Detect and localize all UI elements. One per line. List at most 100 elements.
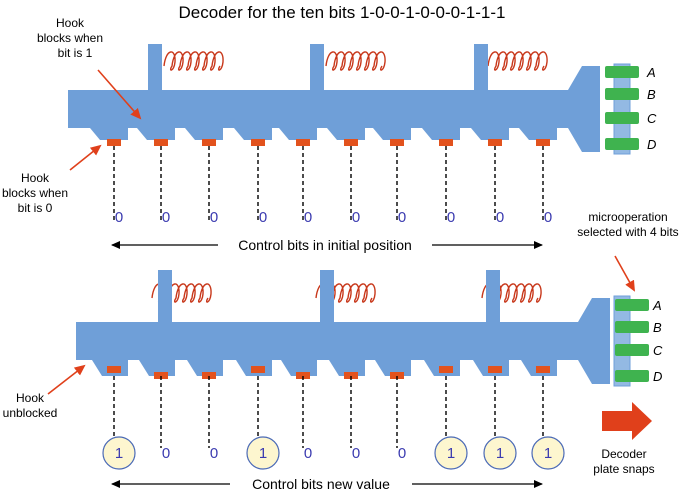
bottom-plate (76, 298, 610, 384)
output-label: D (647, 137, 656, 152)
hook (536, 139, 550, 146)
bit-circle (483, 436, 517, 470)
bottom-output-connector (613, 295, 631, 387)
hook (202, 139, 216, 146)
top-post (474, 44, 488, 94)
hook (251, 366, 265, 373)
top-post (310, 44, 324, 94)
control-bit: 1 (544, 445, 552, 462)
hook (488, 366, 502, 373)
annotation-hook-blocks-zero: Hook blocks when bit is 0 (2, 144, 102, 215)
bit-circle (102, 436, 136, 470)
spring-coil (163, 51, 224, 71)
control-bit: 1 (496, 445, 504, 462)
hook (107, 366, 121, 373)
output-tab (605, 138, 639, 150)
control-bit: 1 (447, 445, 455, 462)
annotation-arrow (614, 255, 635, 292)
annot-line: Hook (56, 16, 85, 30)
control-bit: 0 (162, 445, 170, 462)
hook (344, 372, 358, 379)
annot-line: bit is 1 (58, 46, 93, 60)
hook (536, 366, 550, 373)
control-bit: 1 (259, 445, 267, 462)
top-output-connector (613, 63, 631, 155)
hook (202, 372, 216, 379)
control-bit: 0 (447, 209, 455, 226)
plate-tooth (234, 128, 272, 140)
top-teeth (90, 128, 557, 146)
svg-text:blocks when: blocks when (37, 31, 103, 45)
control-bit: 0 (304, 445, 312, 462)
svg-text:bit is 1: bit is 1 (58, 46, 93, 60)
hook (439, 139, 453, 146)
annot-line: Hook (21, 171, 50, 185)
top-bits-arrow-label: Control bits in initial position (238, 237, 412, 253)
plate-tooth (471, 128, 509, 140)
output-tab (605, 88, 639, 100)
annot-line: Decoder (601, 447, 646, 461)
hook (251, 139, 265, 146)
bottom-springs (151, 283, 542, 303)
control-bit: 0 (210, 209, 218, 226)
annot-line: selected with 4 bits (577, 225, 678, 239)
top-springs (163, 51, 548, 71)
bottom-teeth (92, 360, 557, 379)
annot-line: Hook (16, 391, 45, 405)
plate-tooth (519, 128, 557, 140)
annot-line: bit is 0 (18, 201, 53, 215)
output-label: A (652, 298, 662, 313)
spring-coil (325, 51, 386, 71)
control-bit: 0 (352, 209, 360, 226)
top-plate (68, 66, 600, 152)
hook (390, 139, 404, 146)
output-tab (615, 370, 649, 382)
output-tab (615, 299, 649, 311)
bit-circle (531, 436, 565, 470)
annotation-arrow (47, 364, 86, 395)
output-label: B (647, 87, 656, 102)
annotation-hook-blocks-one: Hook blocks when bit is 1 (37, 16, 142, 120)
hook (107, 139, 121, 146)
output-label: A (646, 65, 656, 80)
plate-tooth (373, 128, 411, 140)
output-tab (605, 66, 639, 78)
hook (296, 372, 310, 379)
hook (296, 139, 310, 146)
control-bit: 0 (352, 445, 360, 462)
top-post (148, 44, 162, 94)
bottom-post (158, 270, 172, 326)
annotation-hook-unblocked: Hook unblocked (3, 364, 86, 420)
annot-line: blocks when (37, 31, 103, 45)
annot-line: microoperation (588, 210, 667, 224)
control-bit: 0 (162, 209, 170, 226)
annotation-decoder-snaps: Decoder plate snaps (593, 402, 655, 476)
output-label: C (647, 111, 657, 126)
output-label: D (653, 369, 662, 384)
annot-line: blocks when (2, 186, 68, 200)
plate-tooth (327, 128, 365, 140)
plate-tooth (422, 128, 460, 140)
annot-line: unblocked (3, 406, 58, 420)
control-bit: 0 (259, 209, 267, 226)
bottom-post (486, 270, 500, 326)
plate-tooth (185, 128, 223, 140)
annot-line: plate snaps (593, 462, 654, 476)
plate-tooth (279, 128, 317, 140)
hook (488, 139, 502, 146)
output-tab (615, 321, 649, 333)
hook (344, 139, 358, 146)
bottom-bits-arrow: Control bits new value (111, 476, 543, 492)
plate-tooth (90, 128, 128, 140)
hook (439, 366, 453, 373)
output-label: C (653, 343, 663, 358)
control-bit: 0 (398, 209, 406, 226)
top-bits-arrow: Control bits in initial position (111, 237, 543, 253)
